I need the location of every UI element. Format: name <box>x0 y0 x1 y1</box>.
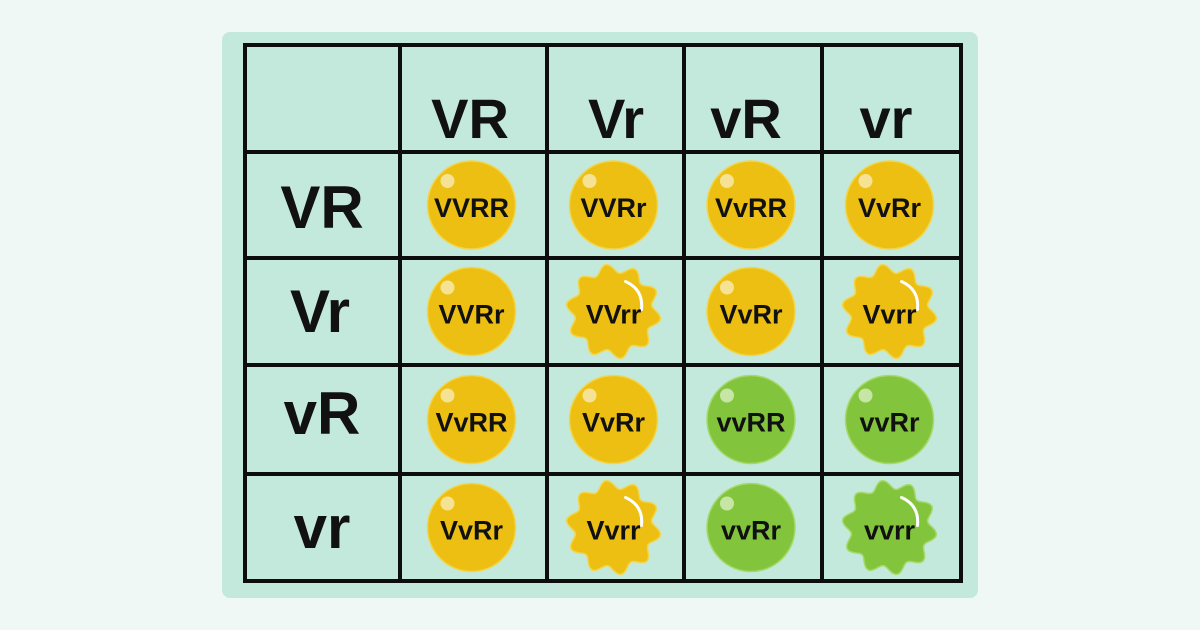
genotype-label: Vvrr <box>862 300 917 330</box>
pea-cell: VvRr <box>844 160 935 250</box>
pea-cell: vvRr <box>706 482 796 573</box>
genotype-label: VvRr <box>858 193 922 223</box>
pea-cell: vvRr <box>844 374 935 465</box>
pea-cell: VvRr <box>426 482 517 573</box>
column-header: Vr <box>588 87 644 150</box>
genotype-label: vvRr <box>859 408 920 438</box>
pea-cell: VVRr <box>426 266 517 357</box>
pea-highlight-icon <box>720 496 734 511</box>
pea-cell: Vvrr <box>565 479 662 576</box>
row-header: vr <box>294 494 351 561</box>
pea-highlight-icon <box>440 388 455 403</box>
genotype-label: VvRR <box>435 408 507 438</box>
pea-cell: VvRR <box>706 160 796 250</box>
pea-highlight-icon <box>720 388 734 403</box>
pea-cell: vvrr <box>841 479 938 576</box>
pea-highlight-icon <box>440 174 455 188</box>
grid-frame <box>243 43 963 583</box>
pea-cell: VvRr <box>706 266 796 357</box>
genotype-label: vvrr <box>864 516 916 546</box>
genotype-label: Vvrr <box>586 516 641 546</box>
row-header: VR <box>280 174 363 241</box>
pea-shine-icon <box>624 496 644 527</box>
pea-highlight-icon <box>858 388 873 403</box>
row-header: Vr <box>290 278 350 345</box>
pea-highlight-icon <box>440 280 455 295</box>
pea-cell: VvRr <box>568 374 659 465</box>
pea-highlight-icon <box>858 174 873 188</box>
pea-cell: VVrr <box>565 263 662 360</box>
column-header: VR <box>431 87 509 150</box>
pea-highlight-icon <box>582 388 597 403</box>
genotype-label: VVRr <box>580 193 647 223</box>
punnett-grid <box>243 43 963 583</box>
genotype-label: VvRR <box>715 193 787 223</box>
genotype-label: VVrr <box>586 300 642 330</box>
column-header: vr <box>860 87 913 150</box>
pea-highlight-icon <box>720 280 734 295</box>
pea-shine-icon <box>624 280 644 311</box>
genotype-label: vvRR <box>716 408 785 438</box>
pea-cell: VVRR <box>426 160 517 250</box>
genotype-label: VvRr <box>719 300 783 330</box>
row-header: vR <box>284 380 361 447</box>
pea-highlight-icon <box>582 174 597 188</box>
punnett-headers: VR Vr vR vr VR Vr vR vr <box>280 87 912 561</box>
genotype-label: VVRR <box>434 193 509 223</box>
pea-cell: vvRR <box>706 374 796 465</box>
genotype-label: vvRr <box>721 516 782 546</box>
pea-shine-icon <box>900 496 920 527</box>
genotype-label: VVRr <box>438 300 505 330</box>
pea-cell: VvRR <box>426 374 517 465</box>
pea-cell: Vvrr <box>841 263 938 360</box>
pea-highlight-icon <box>440 496 455 511</box>
genotype-label: VvRr <box>440 516 504 546</box>
genotype-label: VvRr <box>582 408 646 438</box>
pea-cell: VVRr <box>568 160 659 250</box>
pea-highlight-icon <box>720 174 734 188</box>
pea-shine-icon <box>900 280 920 311</box>
column-header: vR <box>710 87 782 150</box>
